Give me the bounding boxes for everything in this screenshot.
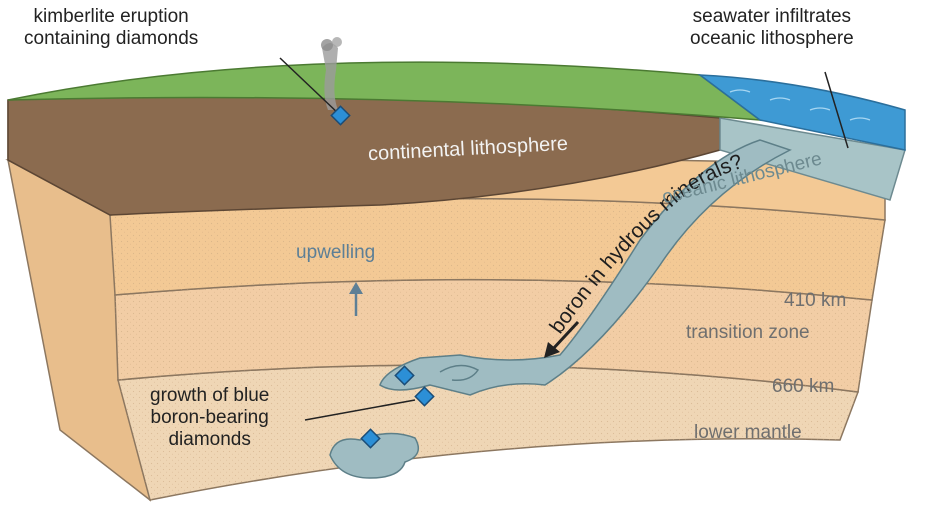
- upwelling-label: upwelling: [296, 242, 376, 263]
- subducting-slab: [379, 139, 792, 396]
- subduction-arrow: [544, 320, 580, 358]
- kimberlite-line2: containing diamonds: [24, 27, 199, 49]
- growth-line3: diamonds: [168, 428, 251, 450]
- seawater-line2: oceanic lithosphere: [690, 27, 854, 49]
- seawater-leader: [824, 71, 849, 149]
- ocean-surface: [697, 74, 906, 151]
- growth-callout: growth of blue boron-bearing diamonds: [150, 385, 269, 451]
- detached-slab-blob: [329, 432, 420, 479]
- slab-inner-swirl: [439, 364, 480, 382]
- oceanic-lithosphere-band: [719, 117, 906, 201]
- eruption-plume: [322, 43, 338, 110]
- growth-leader: [304, 399, 416, 421]
- kimberlite-callout: kimberlite eruption containing diamonds: [24, 6, 198, 50]
- growth-line1: growth of blue: [150, 385, 270, 406]
- diamond-icon: [394, 365, 415, 386]
- diamond-icon: [360, 428, 381, 449]
- diamond-icon: [330, 105, 351, 126]
- transition-zone-label: transition zone: [686, 322, 810, 343]
- upwelling-arrow: [349, 282, 363, 316]
- lower-mantle-label: lower mantle: [694, 422, 802, 443]
- depth-410-label: 410 km: [784, 290, 847, 311]
- seawater-line1: seawater infiltrates: [692, 6, 852, 27]
- kimberlite-line1: kimberlite eruption: [33, 6, 189, 27]
- kimberlite-leader: [279, 57, 341, 116]
- growth-line2: boron-bearing: [150, 406, 269, 428]
- depth-660-label: 660 km: [772, 376, 835, 397]
- seawater-callout: seawater infiltrates oceanic lithosphere: [690, 6, 854, 50]
- diamond-icon: [414, 386, 435, 407]
